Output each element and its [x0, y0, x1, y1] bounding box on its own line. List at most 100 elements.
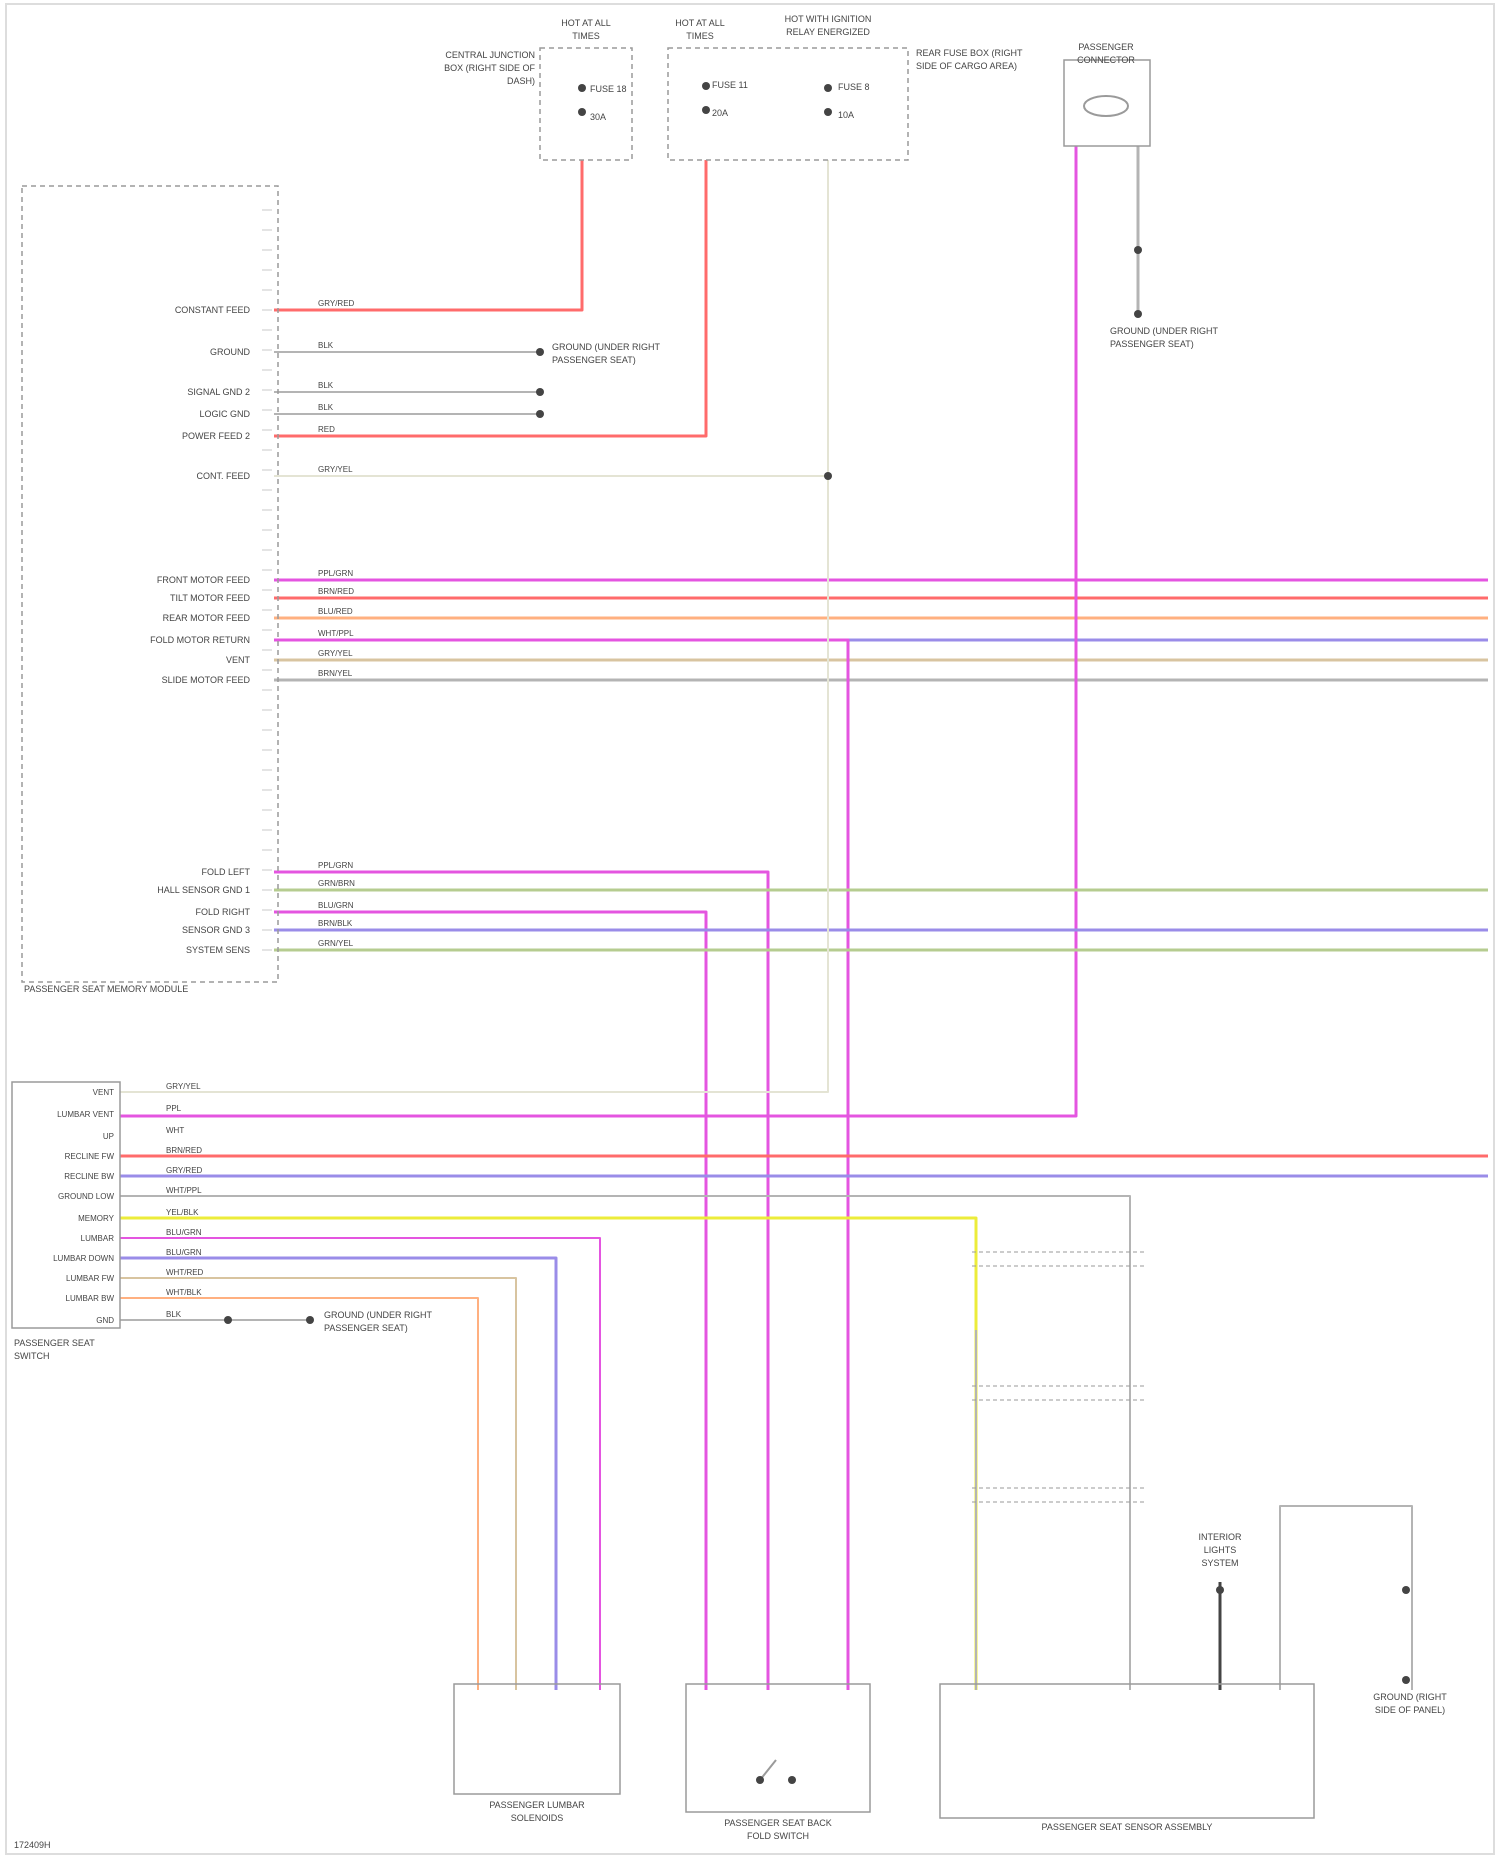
switch-pin-label: GROUND LOW [58, 1192, 114, 1201]
junction-dot [578, 84, 586, 92]
junction-dot [1134, 246, 1142, 254]
switch-pin-label: LUMBAR VENT [57, 1110, 114, 1119]
switch-pin-wire: WHT [166, 1126, 184, 1135]
junction-dot [702, 82, 710, 90]
memory-pin-wire: BRN/YEL [318, 669, 353, 678]
fuse-b-name: FUSE 11 [712, 80, 748, 90]
junction-dot [1216, 1586, 1224, 1594]
switch-pin-label: LUMBAR DOWN [53, 1254, 114, 1263]
switch-pin-wire: WHT/BLK [166, 1288, 202, 1297]
switch-pin-wire: WHT/RED [166, 1268, 204, 1277]
junction-dot [824, 472, 832, 480]
memory-pin-label: SLIDE MOTOR FEED [162, 675, 251, 685]
memory-pin-label: HALL SENSOR GND 1 [157, 885, 250, 895]
central-junction-box-label: CENTRAL JUNCTION [445, 50, 535, 60]
memory-pin-wire: BLK [318, 341, 334, 350]
switch-pin-label: LUMBAR BW [66, 1294, 115, 1303]
memory-pin-label: GROUND [210, 347, 250, 357]
central-junction-box-label: BOX (RIGHT SIDE OF [444, 63, 535, 73]
interior-lights-label: SYSTEM [1201, 1558, 1238, 1568]
memory-pin-label: SIGNAL GND 2 [187, 387, 250, 397]
memory-pin-label: FOLD RIGHT [195, 907, 250, 917]
memory-pin-wire: GRN/BRN [318, 879, 355, 888]
fuse-a-amp: 30A [590, 112, 606, 122]
rear-fuse-box-label: REAR FUSE BOX (RIGHT [916, 48, 1023, 58]
module-ground-label: GROUND (UNDER RIGHT [552, 342, 660, 352]
switch-ground-label: PASSENGER SEAT) [324, 1323, 408, 1333]
switch-ground-label: GROUND (UNDER RIGHT [324, 1310, 432, 1320]
switch-pin-wire: GRY/RED [166, 1166, 203, 1175]
memory-pin-wire: BRN/BLK [318, 919, 353, 928]
right-ground-label: GROUND (RIGHT [1373, 1692, 1447, 1702]
memory-pin-wire: GRY/YEL [318, 465, 353, 474]
memory-pin-label: POWER FEED 2 [182, 431, 250, 441]
seat-switch-title: PASSENGER SEAT [14, 1338, 95, 1348]
relay-fuse-name: FUSE 8 [838, 82, 870, 92]
memory-pin-label: SYSTEM SENS [186, 945, 250, 955]
memory-pin-wire: WHT/PPL [318, 629, 354, 638]
switch-pin-wire: BRN/RED [166, 1146, 202, 1155]
memory-pin-label: CONSTANT FEED [175, 305, 251, 315]
switch-pin-label: LUMBAR FW [66, 1274, 114, 1283]
memory-pin-wire: PPL/GRN [318, 569, 353, 578]
switch-pin-label: VENT [93, 1088, 114, 1097]
relay-fuse-amp: 10A [838, 110, 854, 120]
memory-pin-wire: BLU/RED [318, 607, 353, 616]
memory-pin-wire: RED [318, 425, 335, 434]
memory-module-title: PASSENGER SEAT MEMORY MODULE [24, 984, 188, 994]
switch-pin-label: LUMBAR [81, 1234, 115, 1243]
memory-pin-label: FOLD LEFT [201, 867, 250, 877]
switch-pin-label: MEMORY [78, 1214, 115, 1223]
junction-dot [536, 388, 544, 396]
fuse-b-label: HOT AT ALL [675, 18, 725, 28]
switch-pin-wire: YEL/BLK [166, 1208, 199, 1217]
junction-dot [1134, 310, 1142, 318]
memory-pin-wire: BLK [318, 381, 334, 390]
junction-dot [1402, 1586, 1410, 1594]
interior-lights-label: LIGHTS [1204, 1545, 1237, 1555]
memory-pin-label: CONT. FEED [196, 471, 250, 481]
junction-dot [224, 1316, 232, 1324]
junction-dot [824, 108, 832, 116]
memory-pin-wire: BLU/GRN [318, 901, 354, 910]
lumbar-label: SOLENOIDS [511, 1813, 564, 1823]
junction-dot [578, 108, 586, 116]
seat-switch-title: SWITCH [14, 1351, 50, 1361]
junction-dot [756, 1776, 764, 1784]
memory-pin-wire: GRN/YEL [318, 939, 354, 948]
fuse-b-label: TIMES [686, 31, 714, 41]
memory-pin-label: FOLD MOTOR RETURN [150, 635, 250, 645]
memory-pin-wire: BLK [318, 403, 334, 412]
switch-pin-wire: BLU/GRN [166, 1228, 202, 1237]
memory-pin-label: LOGIC GND [199, 409, 250, 419]
switch-pin-wire: WHT/PPL [166, 1186, 202, 1195]
switch-pin-label: RECLINE BW [64, 1172, 114, 1181]
fold-switch-label: FOLD SWITCH [747, 1831, 809, 1841]
sensor-assembly-label: PASSENGER SEAT SENSOR ASSEMBLY [1042, 1822, 1213, 1832]
switch-pin-wire: GRY/YEL [166, 1082, 201, 1091]
junction-dot [306, 1316, 314, 1324]
lumbar-label: PASSENGER LUMBAR [489, 1800, 585, 1810]
memory-pin-label: REAR MOTOR FEED [163, 613, 251, 623]
switch-pin-label: RECLINE FW [65, 1152, 115, 1161]
top-ground-label: GROUND (UNDER RIGHT [1110, 326, 1218, 336]
relay-label: HOT WITH IGNITION [785, 14, 872, 24]
relay-label: RELAY ENERGIZED [786, 27, 870, 37]
module-ground-label: PASSENGER SEAT) [552, 355, 636, 365]
fuse-b-amp: 20A [712, 108, 728, 118]
connector-label: CONNECTOR [1077, 55, 1135, 65]
fuse-a-name: FUSE 18 [590, 84, 627, 94]
rear-fuse-box-label: SIDE OF CARGO AREA) [916, 61, 1017, 71]
footer-code: 172409H [14, 1840, 51, 1850]
connector-label: PASSENGER [1078, 42, 1134, 52]
switch-pin-label: UP [103, 1132, 114, 1141]
central-junction-box-label: DASH) [507, 76, 535, 86]
junction-dot [536, 348, 544, 356]
junction-dot [824, 84, 832, 92]
fold-switch-label: PASSENGER SEAT BACK [724, 1818, 832, 1828]
memory-pin-wire: GRY/RED [318, 299, 355, 308]
memory-pin-wire: GRY/YEL [318, 649, 353, 658]
switch-pin-wire: BLU/GRN [166, 1248, 202, 1257]
memory-pin-label: SENSOR GND 3 [182, 925, 250, 935]
